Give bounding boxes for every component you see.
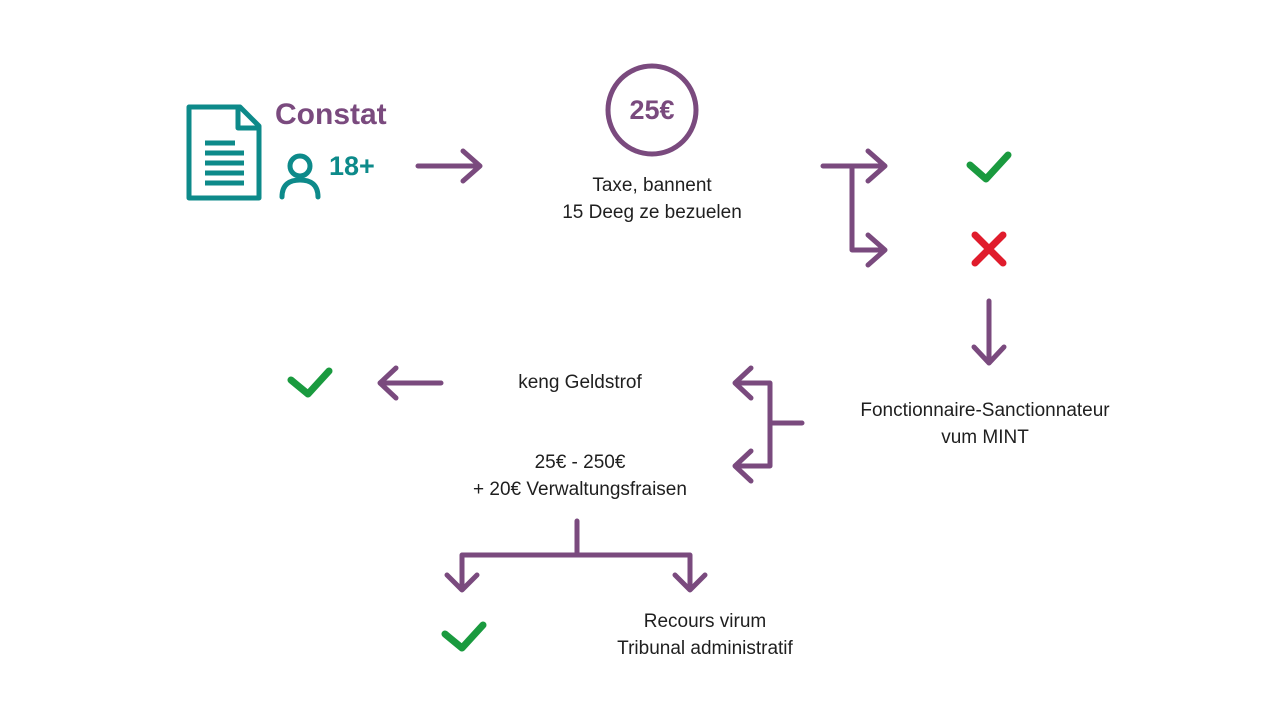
fine-label: 25€ - 250€ + 20€ Verwaltungsfraisen: [410, 449, 750, 503]
document-icon: [186, 104, 262, 201]
no-fine-label: keng Geldstrof: [518, 372, 642, 393]
arrow-branch-paid-unpaid: [820, 148, 888, 268]
appeal-line-1: Recours virum: [643, 611, 767, 632]
sanctioner-line-1: Fonctionnaire-Sanctionnateur: [860, 400, 1110, 421]
arrow-to-no-fine: [377, 365, 444, 401]
arrow-to-tax: [415, 148, 483, 184]
appeal-line-2: Tribunal administratif: [617, 638, 793, 659]
constat-title: Constat: [275, 98, 387, 131]
flow-arrows: [377, 148, 1007, 593]
appeal-label: Recours virum Tribunal administratif: [560, 608, 850, 662]
arrow-fork-appeal: [444, 518, 708, 593]
tax-line-2: 15 Deeg ze bezuelen: [562, 202, 742, 223]
check-icon: [441, 621, 487, 652]
price-circle: [605, 63, 699, 157]
cross-icon: [971, 231, 1007, 267]
fine-line-2: + 20€ Verwaltungsfraisen: [473, 479, 687, 500]
arrow-branch-decision: [732, 365, 805, 484]
check-icon: [287, 367, 333, 398]
tax-line-1: Taxe, bannent: [592, 175, 712, 196]
sanctioner-label: Fonctionnaire-Sanctionnateur vum MINT: [820, 397, 1150, 451]
sanctioner-line-2: vum MINT: [941, 427, 1029, 448]
tax-label: Taxe, bannent 15 Deeg ze bezuelen: [520, 172, 784, 226]
fine-line-1: 25€ - 250€: [534, 452, 626, 473]
person-icon: [279, 153, 321, 200]
age-label: 18+: [329, 151, 375, 181]
arrow-to-sanctioner: [971, 298, 1007, 366]
price-amount: 25€: [629, 94, 675, 125]
check-icon: [966, 151, 1012, 183]
